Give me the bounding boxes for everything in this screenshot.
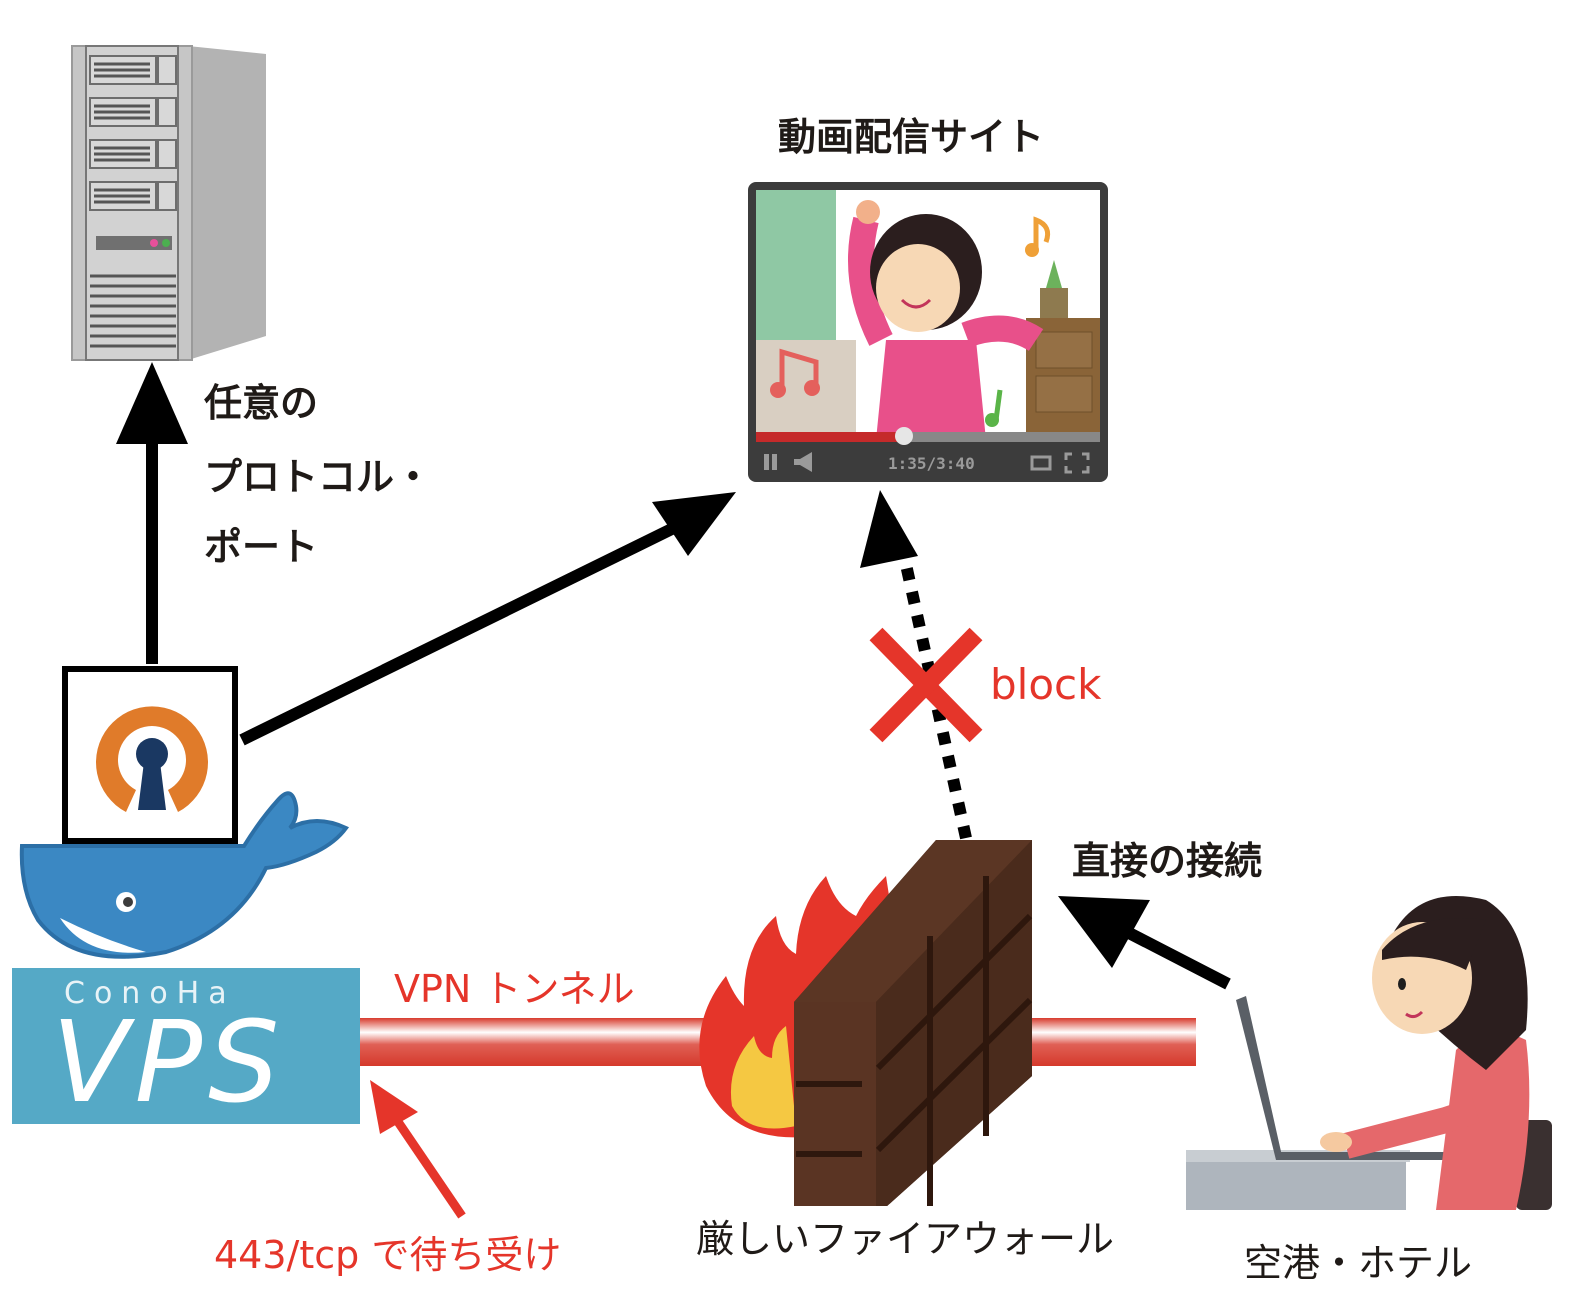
block-x-icon — [869, 627, 983, 743]
openvpn-logo-icon — [96, 706, 209, 812]
airport-hotel-label: 空港・ホテル — [1244, 1241, 1473, 1285]
conoha-vps-logo: ConoHa VPS — [12, 968, 360, 1128]
server-icon — [71, 45, 266, 361]
blocked-direct-path — [860, 490, 972, 840]
any-protocol-label-line3: ポート — [204, 525, 319, 569]
arrow-direct-connection — [1058, 896, 1231, 990]
direct-connection-label: 直接の接続 — [1072, 839, 1263, 883]
vpn-tunnel-label: VPN トンネル — [394, 967, 635, 1011]
any-protocol-label-line2: プロトコル・ — [204, 455, 433, 499]
video-site-label: 動画配信サイト — [778, 115, 1045, 159]
video-player: 1:35/3:40 — [748, 182, 1108, 482]
video-screen — [756, 190, 1100, 440]
arrow-to-server — [116, 362, 188, 664]
arrow-port-listen — [370, 1080, 466, 1219]
conoha-brand-text: ConoHa — [64, 976, 236, 1011]
block-label: block — [990, 660, 1102, 709]
fullscreen-icon[interactable] — [1064, 452, 1090, 474]
docker-whale-icon — [19, 791, 350, 959]
pause-icon[interactable] — [764, 452, 824, 474]
listen-443-label: 443/tcp で待ち受け — [214, 1233, 562, 1277]
strict-firewall-label: 厳しいファイアウォール — [696, 1217, 1115, 1261]
progress-fill — [756, 432, 904, 442]
volume-icon[interactable] — [794, 452, 818, 474]
any-protocol-label-line1: 任意の — [204, 381, 319, 425]
firewall-icon — [699, 840, 1033, 1206]
progress-track[interactable] — [756, 427, 1100, 445]
arrow-to-video-site — [239, 492, 736, 746]
progress-knob[interactable] — [894, 427, 913, 445]
theater-mode-icon[interactable] — [1030, 454, 1054, 472]
vpn-tunnel-left — [360, 1018, 712, 1066]
time-display: 1:35/3:40 — [888, 454, 975, 473]
vps-text: VPS — [52, 998, 286, 1128]
dancing-girl-illustration — [756, 190, 1100, 440]
user-at-laptop-illustration — [1186, 896, 1552, 1210]
openvpn-container — [62, 666, 238, 844]
